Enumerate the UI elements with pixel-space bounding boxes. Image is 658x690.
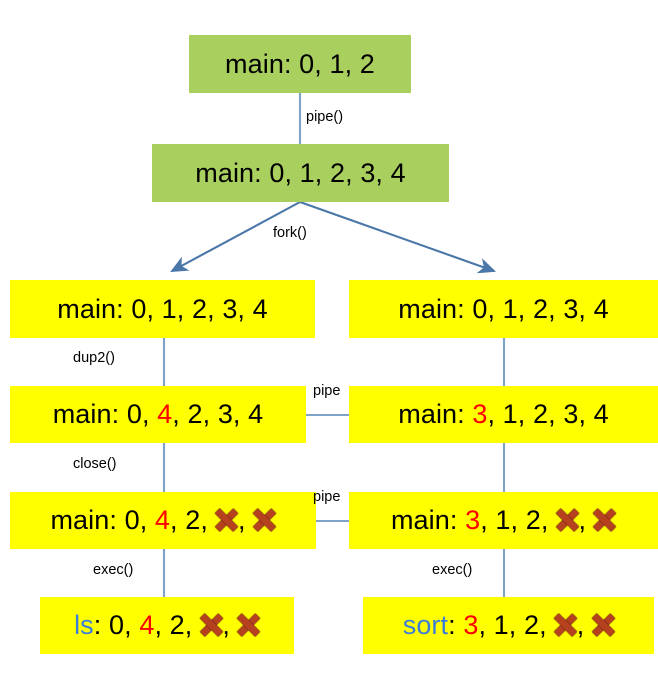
edge-label-dup2-call: dup2() [73, 350, 115, 366]
node-left-after-exec-ls[interactable]: ls: 0, 4, 2, , [40, 597, 294, 654]
node-right-after-dup2[interactable]: main: 3, 1, 2, 3, 4 [349, 386, 658, 443]
node-left-after-dup2[interactable]: main: 0, 4, 2, 3, 4 [10, 386, 306, 443]
closed-fd-x-icon [592, 614, 614, 636]
edge-label-close-call: close() [73, 456, 117, 472]
node-label: main: 0, 1, 2 [225, 48, 375, 79]
closed-fd-x-icon [254, 509, 276, 531]
closed-fd-x-icon [556, 509, 578, 531]
node-main-0-1-2[interactable]: main: 0, 1, 2 [189, 35, 411, 93]
node-child-right-after-fork[interactable]: main: 0, 1, 2, 3, 4 [349, 280, 658, 338]
node-child-left-after-fork[interactable]: main: 0, 1, 2, 3, 4 [10, 280, 315, 338]
edge-label-fork-call: fork() [273, 225, 307, 241]
node-right-after-close[interactable]: main: 3, 1, 2, , [349, 492, 658, 549]
node-label: main: 0, 4, 2, , [50, 507, 275, 534]
edge-label-exec-right: exec() [432, 562, 473, 578]
edge-label-pipe-link-lower: pipe [313, 489, 341, 505]
closed-fd-x-icon [555, 614, 577, 636]
node-label: main: 0, 1, 2, 3, 4 [398, 293, 609, 324]
closed-fd-x-icon [238, 614, 260, 636]
node-left-after-close[interactable]: main: 0, 4, 2, , [10, 492, 316, 549]
node-right-after-exec-sort[interactable]: sort: 3, 1, 2, , [363, 597, 654, 654]
edge-label-exec-left: exec() [93, 562, 134, 578]
node-label: main: 0, 1, 2, 3, 4 [195, 157, 406, 188]
edge-fork-right [299, 201, 496, 274]
node-label: main: 0, 1, 2, 3, 4 [57, 293, 268, 324]
node-label: ls: 0, 4, 2, , [74, 612, 260, 639]
closed-fd-x-icon [200, 614, 222, 636]
node-label: sort: 3, 1, 2, , [403, 612, 615, 639]
edge-label-pipe-link-upper: pipe [313, 383, 341, 399]
closed-fd-x-icon [594, 509, 616, 531]
node-label: main: 3, 1, 2, 3, 4 [398, 399, 609, 429]
node-main-after-pipe[interactable]: main: 0, 1, 2, 3, 4 [152, 144, 449, 202]
closed-fd-x-icon [216, 509, 238, 531]
node-label: main: 3, 1, 2, , [391, 507, 616, 534]
edge-label-pipe-call: pipe() [306, 109, 344, 125]
node-label: main: 0, 4, 2, 3, 4 [52, 399, 264, 429]
